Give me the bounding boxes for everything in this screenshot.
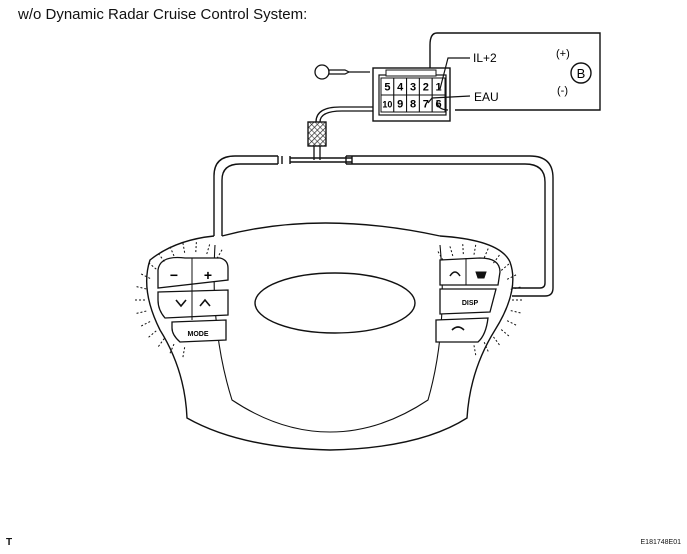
illumination-ray [156, 338, 165, 349]
illumination-ray [182, 347, 186, 360]
right-switch-cluster [435, 257, 501, 343]
top-pin-3: 3 [410, 82, 416, 94]
illumination-ray [182, 240, 186, 253]
disp-button-label: DISP [462, 300, 479, 307]
bottom-pin-10: 10 [382, 100, 392, 110]
illumination-ray [510, 286, 523, 290]
bottom-pin-8: 8 [410, 99, 416, 111]
illumination-ray [146, 261, 157, 270]
illumination-ray [216, 247, 224, 259]
illumination-ray [473, 345, 477, 358]
illumination-ray [168, 343, 175, 356]
top-pin-2: 2 [423, 82, 429, 94]
b-label: B [577, 66, 586, 81]
body-ecu-outline [437, 32, 601, 111]
minus-button-label: − [170, 267, 178, 283]
illumination-ray [139, 321, 151, 328]
illumination-ray [139, 272, 151, 279]
illumination-ray [134, 285, 147, 290]
illumination-ray [493, 253, 502, 264]
left-switch-cluster [157, 256, 229, 343]
diagram-title: w/o Dynamic Radar Cruise Control System: [18, 6, 308, 23]
connector-pin-cell [431, 94, 446, 113]
illumination-ray [493, 336, 502, 347]
illumination-ray [146, 330, 157, 339]
illumination-ray [500, 329, 511, 338]
bottom-pin-9: 9 [397, 99, 403, 111]
harness-conduit [213, 155, 554, 297]
harness-wire [315, 106, 373, 123]
illumination-ray [506, 320, 519, 327]
corner-left-mark: T [6, 537, 13, 548]
eau-wire [427, 95, 471, 104]
illumination-ray [206, 242, 211, 255]
illumination-ray [473, 242, 477, 255]
eau-label: EAU [474, 90, 499, 104]
illumination-ray [436, 249, 444, 261]
top-pin-5: 5 [384, 82, 390, 94]
plus-label: (+) [556, 48, 570, 60]
illumination-ray [448, 244, 454, 257]
minus-label: (-) [557, 85, 568, 97]
illumination-ray [195, 240, 197, 253]
illumination-ray [510, 310, 523, 314]
illumination-ray [462, 242, 464, 255]
figure-code: E181748E01 [640, 539, 681, 546]
illumination-ray [483, 342, 490, 354]
bottom-pin-7: 7 [423, 99, 429, 111]
top-pin-1: 1 [436, 82, 442, 94]
illumination-ray [168, 244, 175, 257]
il2-wire [439, 57, 470, 90]
il2-label: IL+2 [473, 51, 497, 65]
plus-button-label: + [204, 267, 212, 283]
illumination-ray [506, 273, 519, 280]
top-pin-4: 4 [397, 82, 404, 94]
illumination-ray [500, 262, 511, 271]
illumination-ray [134, 310, 147, 315]
ground-b-symbol [570, 62, 592, 84]
illumination-ray [483, 246, 490, 258]
ground-terminal [314, 64, 370, 80]
steering-pad [145, 222, 514, 451]
mode-button-label: MODE [188, 331, 209, 338]
illumination-ray [156, 251, 165, 262]
bottom-pin-6: 6 [436, 99, 442, 111]
